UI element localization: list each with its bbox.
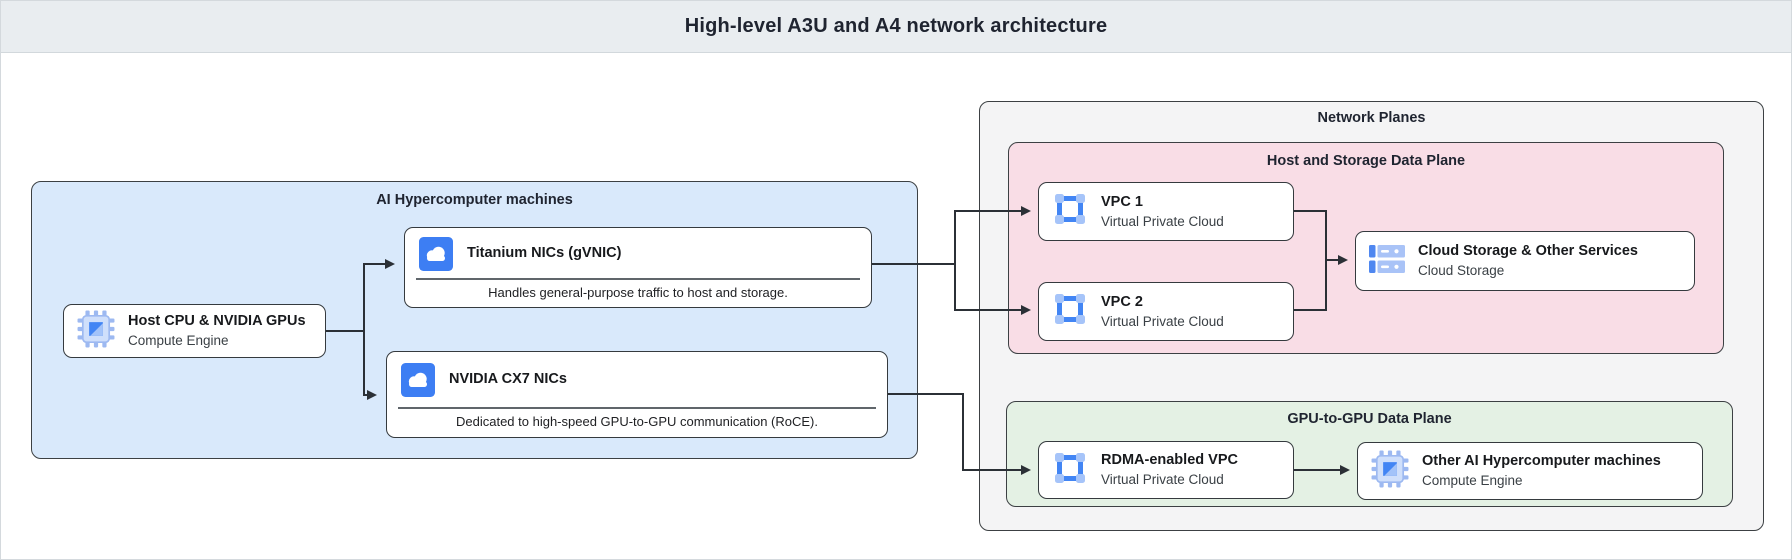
node-text: Cloud Storage & Other Services Cloud Sto… — [1418, 242, 1638, 279]
node-nvidia-cx7-nics: NVIDIA CX7 NICs Dedicated to high-speed … — [386, 351, 888, 438]
chip-icon — [1371, 450, 1409, 493]
divider — [416, 278, 860, 280]
group-title: AI Hypercomputer machines — [376, 192, 573, 208]
node-subtitle: Compute Engine — [128, 333, 229, 348]
vpc-brackets-icon — [1052, 291, 1088, 332]
node-title: Titanium NICs (gVNIC) — [467, 245, 622, 262]
server-stack-icon — [1369, 244, 1405, 279]
node-text: VPC 2 Virtual Private Cloud — [1101, 293, 1224, 330]
node-rdma-vpc: RDMA-enabled VPC Virtual Private Cloud — [1038, 441, 1294, 499]
node-other-ai-machines: Other AI Hypercomputer machines Compute … — [1357, 442, 1703, 500]
cloud-icon — [401, 363, 435, 402]
node-title: VPC 2 — [1101, 293, 1143, 310]
group-title: Network Planes — [1317, 110, 1426, 126]
node-title: Host CPU & NVIDIA GPUs — [128, 313, 306, 330]
node-host-cpu-gpus: Host CPU & NVIDIA GPUs Compute Engine — [63, 304, 326, 358]
page-title: High-level A3U and A4 network architectu… — [684, 15, 1108, 37]
node-subtitle: Cloud Storage — [1418, 263, 1505, 278]
node-text: Host CPU & NVIDIA GPUs Compute Engine — [128, 312, 306, 349]
node-titanium-nics: Titanium NICs (gVNIC) Handles general-pu… — [404, 227, 872, 308]
cloud-icon — [419, 237, 453, 276]
node-title: Other AI Hypercomputer machines — [1422, 453, 1661, 470]
node-text: VPC 1 Virtual Private Cloud — [1101, 193, 1224, 230]
node-text: Other AI Hypercomputer machines Compute … — [1422, 452, 1661, 489]
node-cloud-storage: Cloud Storage & Other Services Cloud Sto… — [1355, 231, 1695, 291]
vpc-brackets-icon — [1052, 191, 1088, 232]
node-title: Cloud Storage & Other Services — [1418, 243, 1638, 260]
node-description: Dedicated to high-speed GPU-to-GPU commu… — [456, 414, 818, 429]
node-subtitle: Virtual Private Cloud — [1101, 213, 1224, 229]
node-description: Handles general-purpose traffic to host … — [488, 285, 788, 300]
node-subtitle: Virtual Private Cloud — [1101, 472, 1224, 487]
vpc-brackets-icon — [1052, 450, 1088, 491]
node-vpc2: VPC 2 Virtual Private Cloud — [1038, 282, 1294, 341]
node-title: NVIDIA CX7 NICs — [449, 371, 567, 388]
header: High-level A3U and A4 network architectu… — [1, 1, 1791, 53]
divider — [398, 407, 876, 409]
node-subtitle: Compute Engine — [1422, 473, 1523, 488]
node-subtitle: Virtual Private Cloud — [1101, 313, 1224, 329]
node-title: VPC 1 — [1101, 193, 1143, 210]
node-text: RDMA-enabled VPC Virtual Private Cloud — [1101, 451, 1238, 488]
group-title: GPU-to-GPU Data Plane — [1287, 411, 1452, 427]
node-title: RDMA-enabled VPC — [1101, 452, 1238, 469]
node-vpc1: VPC 1 Virtual Private Cloud — [1038, 182, 1294, 241]
group-title: Host and Storage Data Plane — [1266, 153, 1466, 169]
chip-icon — [77, 310, 115, 353]
